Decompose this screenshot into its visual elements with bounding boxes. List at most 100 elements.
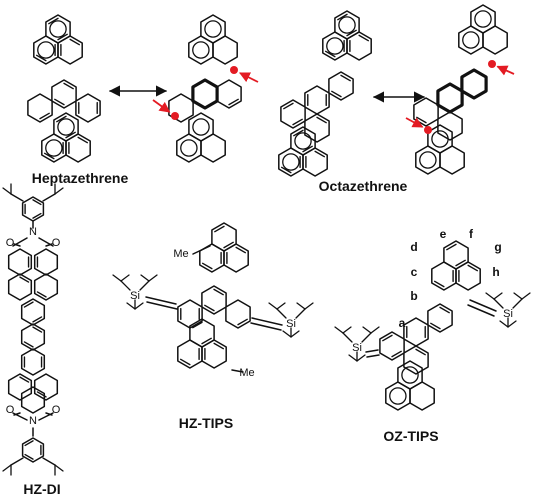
double-bond bbox=[283, 102, 294, 110]
hz-tips-silicon-right: Si bbox=[286, 318, 296, 330]
hz-tips-methyl-bottom: Me bbox=[239, 367, 254, 379]
isopropyl-methyl bbox=[499, 320, 509, 328]
isopropyl-arm bbox=[139, 280, 150, 291]
ring-bond bbox=[33, 248, 59, 276]
double-bond bbox=[228, 98, 239, 106]
aromatic-circle bbox=[419, 151, 437, 169]
double-bond bbox=[391, 350, 402, 358]
isopropyl-arm bbox=[361, 332, 372, 343]
ring-bond bbox=[45, 14, 71, 44]
double-bond bbox=[439, 306, 450, 314]
radical-arrow bbox=[239, 72, 259, 83]
alkyne-bond bbox=[146, 301, 178, 310]
hz-di-oxygen-4: O bbox=[52, 404, 61, 416]
isopropyl-methyl bbox=[54, 187, 64, 195]
double-bond bbox=[43, 152, 55, 160]
oz-tips-position-b: b bbox=[410, 289, 417, 303]
isopropyl-methyl bbox=[304, 302, 314, 310]
oz-tips-label: OZ-TIPS bbox=[383, 428, 438, 444]
oz-tips-position-h: h bbox=[492, 265, 499, 279]
radical-arrow bbox=[496, 65, 515, 76]
radical-arrow bbox=[152, 99, 171, 113]
hz-di-oxygen-1: O bbox=[6, 237, 15, 249]
carbonyl-bond bbox=[13, 243, 21, 247]
double-bond bbox=[192, 321, 203, 329]
ring-bond bbox=[75, 93, 101, 123]
isopropyl-methyl bbox=[507, 320, 517, 328]
aromatic-circle bbox=[401, 366, 419, 384]
double-bond bbox=[446, 243, 457, 251]
ring-bond bbox=[216, 79, 242, 109]
ring-bond bbox=[304, 85, 330, 115]
aromatic-circle bbox=[49, 20, 67, 38]
double-bond bbox=[24, 453, 34, 460]
double-bond bbox=[213, 342, 225, 350]
isopropyl-bond bbox=[10, 193, 24, 202]
ring-bond bbox=[7, 373, 33, 401]
hz-tips-structure bbox=[112, 222, 314, 373]
oz-tips-position-a: a bbox=[399, 316, 406, 330]
isopropyl-methyl bbox=[134, 302, 144, 310]
oz-tips-position-e: e bbox=[440, 227, 447, 241]
alkyne-bond bbox=[467, 304, 495, 317]
double-bond bbox=[54, 98, 65, 106]
ring-bond bbox=[21, 437, 45, 463]
oz-tips-position-f: f bbox=[469, 227, 474, 241]
aromatic-circle bbox=[474, 10, 492, 28]
hz-tips-methyl-top: Me bbox=[173, 248, 188, 260]
isopropyl-methyl bbox=[370, 326, 380, 334]
radical-dot bbox=[171, 112, 179, 120]
oz-tips-silicon-right: Si bbox=[503, 308, 513, 320]
double-bond bbox=[223, 241, 234, 249]
double-bond bbox=[214, 225, 225, 233]
ring-bond bbox=[51, 79, 77, 109]
isopropyl-arm bbox=[342, 332, 353, 343]
isopropyl-arm bbox=[276, 308, 287, 319]
oz-tips-structure bbox=[334, 240, 531, 411]
octazethrene-kekule-structure bbox=[278, 10, 372, 177]
double-bond bbox=[204, 304, 215, 312]
carbonyl-bond bbox=[45, 243, 53, 247]
ring-bond bbox=[379, 331, 405, 361]
radical-dot bbox=[488, 60, 496, 68]
oz-tips-position-c: c bbox=[411, 265, 418, 279]
hz-tips-label: HZ-TIPS bbox=[179, 415, 233, 431]
aromatic-circle bbox=[294, 132, 312, 150]
isopropyl-methyl bbox=[334, 326, 344, 334]
double-bond bbox=[331, 90, 342, 98]
alkyne-bond bbox=[366, 354, 380, 358]
alkyne-bond bbox=[251, 317, 283, 326]
double-bond bbox=[23, 341, 34, 348]
ring-bond bbox=[27, 93, 53, 123]
double-bond bbox=[415, 348, 426, 356]
double-bond bbox=[324, 50, 336, 58]
double-bond bbox=[65, 131, 76, 139]
aromatic-circle bbox=[338, 16, 356, 34]
isopropyl-methyl bbox=[112, 274, 122, 282]
ring-bond bbox=[437, 111, 463, 141]
ring-bond bbox=[33, 373, 59, 401]
isopropyl-methyl bbox=[140, 274, 150, 282]
double-bond bbox=[32, 326, 43, 333]
isopropyl-methyl bbox=[493, 292, 503, 300]
octazethrene-biradical-structure bbox=[405, 4, 515, 175]
double-bond bbox=[235, 246, 247, 254]
isopropyl-methyl bbox=[148, 274, 158, 282]
double-bond bbox=[316, 116, 327, 124]
aromatic-circle bbox=[37, 41, 55, 59]
double-bond bbox=[179, 358, 191, 366]
hz-di-oxygen-3: O bbox=[6, 404, 15, 416]
ring-bond bbox=[470, 4, 496, 34]
double-bond bbox=[213, 288, 224, 296]
double-bond bbox=[455, 259, 466, 267]
ring-bond bbox=[436, 82, 464, 114]
double-bond bbox=[32, 316, 43, 323]
isopropyl-methyl bbox=[54, 464, 64, 472]
double-bond bbox=[293, 129, 304, 137]
double-bond bbox=[430, 322, 441, 330]
imide-bond bbox=[38, 412, 54, 421]
double-bond bbox=[24, 440, 34, 447]
isopropyl-methyl bbox=[485, 292, 495, 300]
isopropyl-arm bbox=[120, 280, 131, 291]
